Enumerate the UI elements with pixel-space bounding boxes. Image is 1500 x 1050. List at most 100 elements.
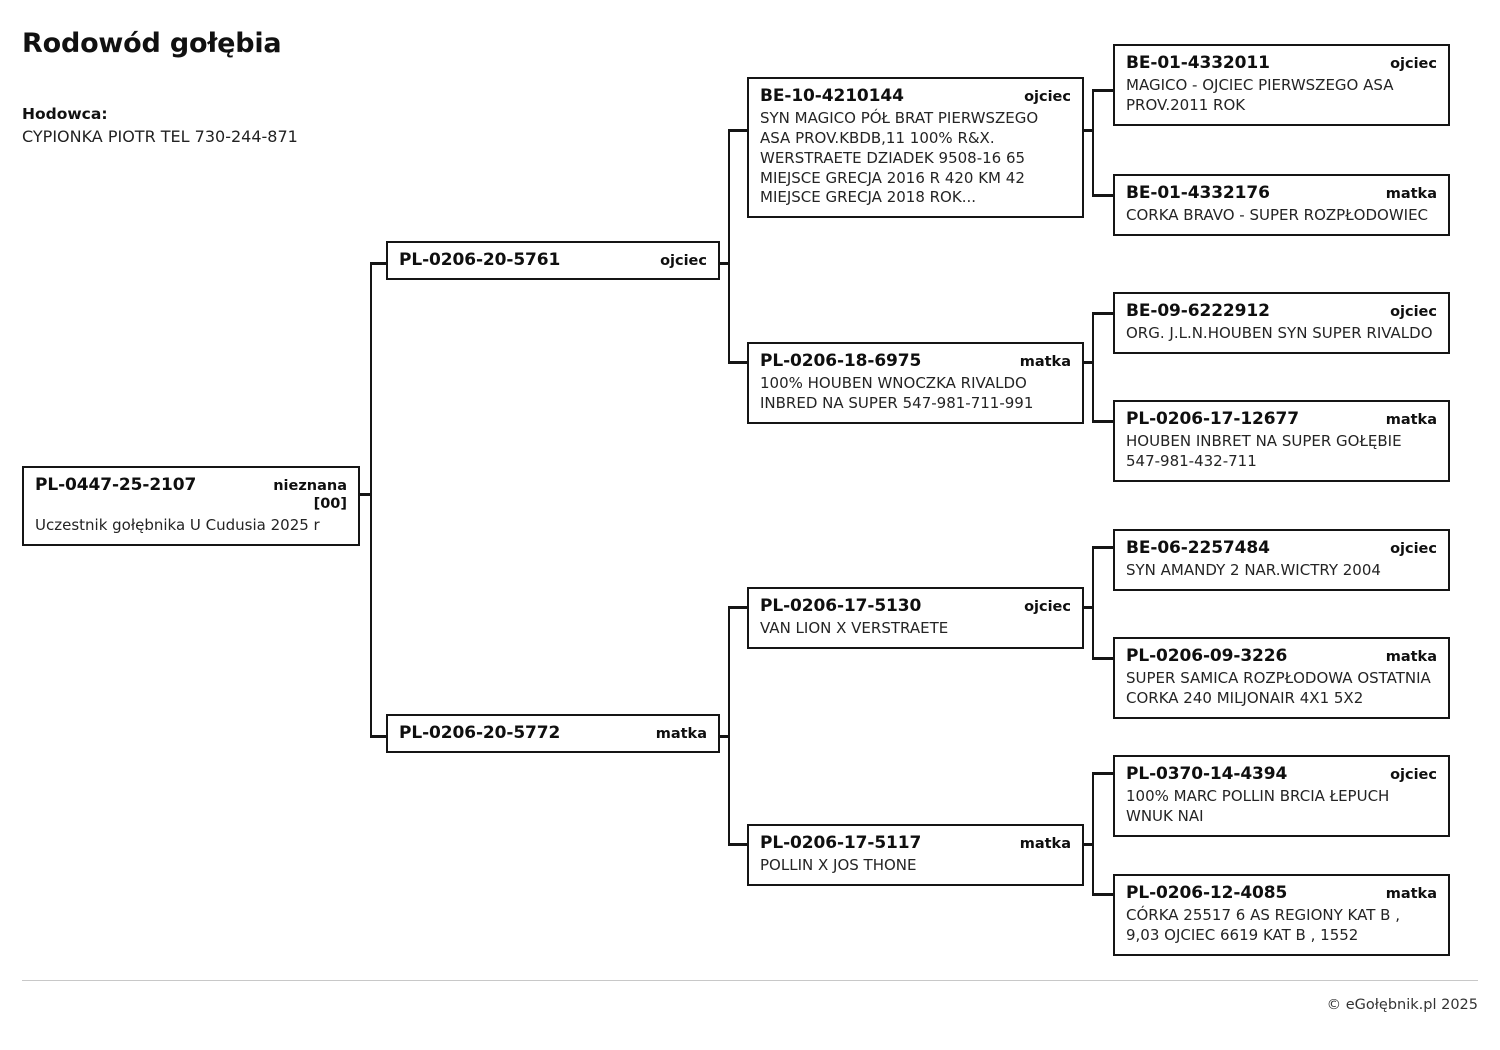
node-description: ORG. J.L.N.HOUBEN SYN SUPER RIVALDO <box>1126 324 1433 343</box>
node-role-extra: [00] <box>313 496 347 513</box>
node-role: matka <box>1019 836 1071 852</box>
pedigree-node-gen3-5[interactable]: PL-0206-09-3226 matka SUPER SAMICA ROZPŁ… <box>1113 637 1450 719</box>
connector-gen2-node2-stub <box>727 606 748 609</box>
node-role-text: nieznana <box>273 478 347 494</box>
node-id: BE-09-6222912 <box>1126 301 1270 321</box>
node-description: MAGICO - OJCIEC PIERWSZEGO ASA PROV.2011… <box>1126 76 1394 114</box>
node-id: PL-0206-17-5130 <box>760 596 922 616</box>
connector-gen3-node3-stub <box>1091 420 1114 423</box>
connector-gen3-node0-stub <box>1091 89 1114 92</box>
connector-gen2-node1-out <box>1084 361 1094 364</box>
node-header: PL-0206-17-5130 ojciec <box>760 596 1071 616</box>
pedigree-node-gen3-0[interactable]: BE-01-4332011 ojciec MAGICO - OJCIEC PIE… <box>1113 44 1450 126</box>
pedigree-node-gen2-3[interactable]: PL-0206-17-5117 matka POLLIN X JOS THONE <box>747 824 1084 886</box>
pedigree-node-gen1-father[interactable]: PL-0206-20-5761 ojciec <box>386 241 720 281</box>
page-title: Rodowód gołębia <box>22 28 282 59</box>
node-header: PL-0370-14-4394 ojciec <box>1126 764 1437 784</box>
node-header: PL-0206-12-4085 matka <box>1126 883 1437 903</box>
node-description: HOUBEN INBRET NA SUPER GOŁĘBIE 547-981-4… <box>1126 432 1402 470</box>
pedigree-node-gen3-3[interactable]: PL-0206-17-12677 matka HOUBEN INBRET NA … <box>1113 400 1450 482</box>
pedigree-node-gen2-0[interactable]: BE-10-4210144 ojciec SYN MAGICO PÓŁ BRAT… <box>747 77 1084 219</box>
node-role: ojciec <box>1024 599 1071 615</box>
node-description: 100% HOUBEN WNOCZKA RIVALDO INBRED NA SU… <box>760 374 1034 412</box>
node-header: BE-01-4332176 matka <box>1126 183 1437 203</box>
pedigree-node-gen1-mother[interactable]: PL-0206-20-5772 matka <box>386 714 720 754</box>
connector-gen3-node6-stub <box>1091 772 1114 775</box>
node-description: SYN AMANDY 2 NAR.WICTRY 2004 <box>1126 561 1381 580</box>
connector-root-stub <box>360 493 372 496</box>
connector-root-spine <box>369 263 372 737</box>
node-id: BE-10-4210144 <box>760 86 904 106</box>
footer-divider <box>22 980 1478 981</box>
node-id: PL-0206-12-4085 <box>1126 883 1288 903</box>
node-id: PL-0206-20-5772 <box>399 723 561 743</box>
breeder-name: CYPIONKA PIOTR TEL 730-244-871 <box>22 127 298 146</box>
node-role: nieznana [00] <box>273 475 347 513</box>
connector-gen3-pair2-spine <box>1091 547 1094 659</box>
pedigree-node-gen3-2[interactable]: BE-09-6222912 ojciec ORG. J.L.N.HOUBEN S… <box>1113 292 1450 354</box>
node-role: ojciec <box>1024 89 1071 105</box>
connector-gen2-top-spine <box>727 130 730 363</box>
node-role: ojciec <box>1390 56 1437 72</box>
node-id: PL-0206-09-3226 <box>1126 646 1288 666</box>
node-description: CÓRKA 25517 6 AS REGIONY KAT B , 9,03 OJ… <box>1126 906 1400 944</box>
node-header: BE-01-4332011 ojciec <box>1126 53 1437 73</box>
connector-gen3-node7-stub <box>1091 893 1114 896</box>
connector-gen1-father-out <box>720 262 730 265</box>
node-role: matka <box>1385 412 1437 428</box>
pedigree-node-gen3-1[interactable]: BE-01-4332176 matka CORKA BRAVO - SUPER … <box>1113 174 1450 236</box>
node-id: PL-0206-18-6975 <box>760 351 922 371</box>
node-role: ojciec <box>1390 541 1437 557</box>
node-description: POLLIN X JOS THONE <box>760 856 917 875</box>
connector-gen2-bottom-spine <box>727 607 730 844</box>
node-role: ojciec <box>1390 304 1437 320</box>
node-role: matka <box>1019 354 1071 370</box>
node-header: PL-0206-17-5117 matka <box>760 833 1071 853</box>
connector-gen2-node2-out <box>1084 606 1094 609</box>
node-description: VAN LION X VERSTRAETE <box>760 619 949 638</box>
connector-gen1-mother-out <box>720 735 730 738</box>
breeder-label: Hodowca: <box>22 105 108 123</box>
pedigree-node-gen3-7[interactable]: PL-0206-12-4085 matka CÓRKA 25517 6 AS R… <box>1113 874 1450 956</box>
pedigree-node-gen3-6[interactable]: PL-0370-14-4394 ojciec 100% MARC POLLIN … <box>1113 755 1450 837</box>
node-id: PL-0370-14-4394 <box>1126 764 1288 784</box>
connector-gen3-node1-stub <box>1091 194 1114 197</box>
node-description: Uczestnik gołębnika U Cudusia 2025 r <box>35 516 320 535</box>
node-id: PL-0206-20-5761 <box>399 250 561 270</box>
connector-gen2-node0-stub <box>727 129 748 132</box>
pedigree-node-gen2-1[interactable]: PL-0206-18-6975 matka 100% HOUBEN WNOCZK… <box>747 342 1084 424</box>
node-role: matka <box>1385 186 1437 202</box>
connector-gen1-father-stub <box>369 262 388 265</box>
node-role: ojciec <box>660 253 707 269</box>
node-header: BE-06-2257484 ojciec <box>1126 538 1437 558</box>
node-header: PL-0206-20-5761 ojciec <box>399 250 707 270</box>
node-header: BE-10-4210144 ojciec <box>760 86 1071 106</box>
pedigree-node-gen2-2[interactable]: PL-0206-17-5130 ojciec VAN LION X VERSTR… <box>747 587 1084 649</box>
node-header: PL-0206-17-12677 matka <box>1126 409 1437 429</box>
connector-gen3-pair0-spine <box>1091 90 1094 196</box>
footer-copyright: © eGołębnik.pl 2025 <box>1326 997 1478 1013</box>
connector-gen3-node5-stub <box>1091 657 1114 660</box>
node-header: PL-0206-18-6975 matka <box>760 351 1071 371</box>
pedigree-node-gen3-4[interactable]: BE-06-2257484 ojciec SYN AMANDY 2 NAR.WI… <box>1113 529 1450 591</box>
node-role: matka <box>1385 649 1437 665</box>
connector-gen3-node2-stub <box>1091 312 1114 315</box>
connector-gen2-node3-stub <box>727 843 748 846</box>
node-header: BE-09-6222912 ojciec <box>1126 301 1437 321</box>
connector-gen3-pair1-spine <box>1091 313 1094 422</box>
connector-gen1-mother-stub <box>369 735 388 738</box>
node-id: BE-01-4332011 <box>1126 53 1270 73</box>
connector-gen2-node1-stub <box>727 361 748 364</box>
node-id: PL-0206-17-5117 <box>760 833 922 853</box>
connector-gen3-node4-stub <box>1091 546 1114 549</box>
node-header: PL-0447-25-2107 nieznana [00] <box>35 475 347 513</box>
node-description: SUPER SAMICA ROZPŁODOWA OSTATNIA CORKA 2… <box>1126 669 1431 707</box>
node-description: CORKA BRAVO - SUPER ROZPŁODOWIEC <box>1126 206 1429 225</box>
node-id: PL-0447-25-2107 <box>35 475 197 495</box>
pedigree-node-root[interactable]: PL-0447-25-2107 nieznana [00] Uczestnik … <box>22 466 360 547</box>
node-id: BE-06-2257484 <box>1126 538 1270 558</box>
node-id: PL-0206-17-12677 <box>1126 409 1299 429</box>
connector-gen2-node0-out <box>1084 129 1094 132</box>
node-description: SYN MAGICO PÓŁ BRAT PIERWSZEGO ASA PROV.… <box>760 109 1039 207</box>
connector-gen2-node3-out <box>1084 843 1094 846</box>
